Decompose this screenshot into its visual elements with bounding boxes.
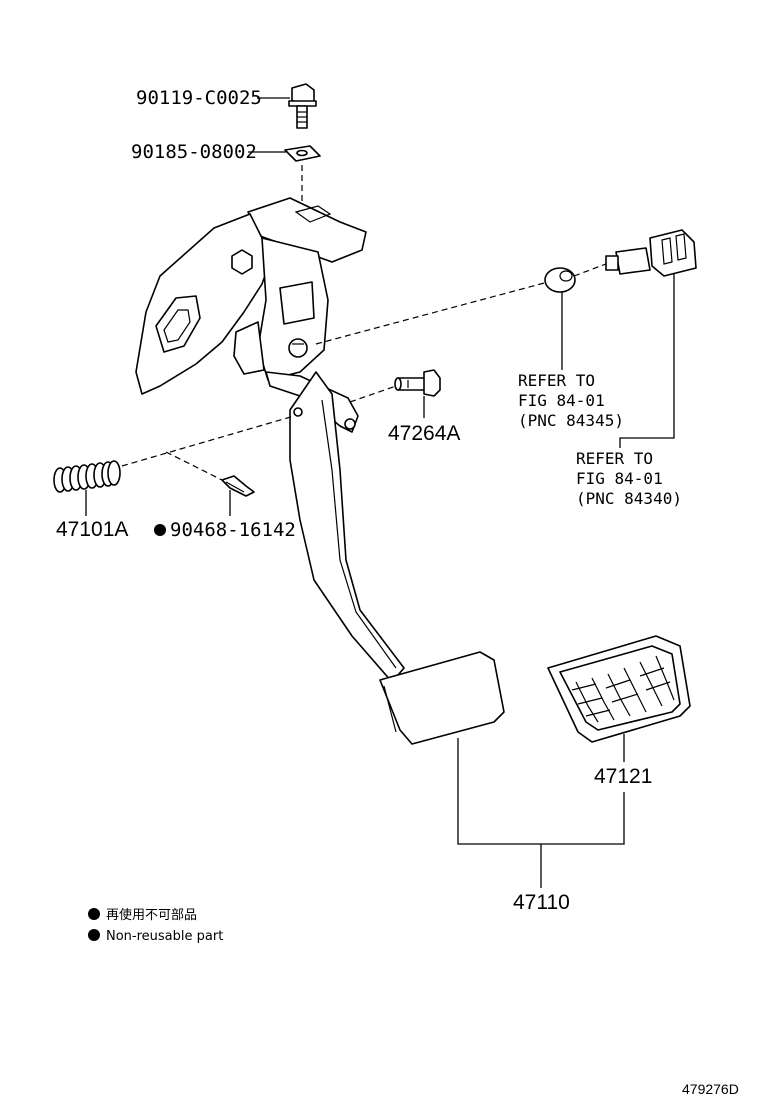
pedal-bracket-drawing[interactable]	[135, 197, 405, 683]
legend-bullet-en	[88, 929, 100, 941]
part-number-pin[interactable]: 47264A	[388, 422, 460, 445]
part-number-pedal-assy[interactable]: 47110	[513, 891, 570, 914]
ref2-line3[interactable]: (PNC 84340)	[576, 489, 682, 508]
ref1-line3[interactable]: (PNC 84345)	[518, 411, 624, 430]
clip-drawing[interactable]	[221, 475, 255, 497]
non-reusable-mark	[154, 524, 166, 536]
ref2-line2[interactable]: FIG 84-01	[576, 469, 663, 488]
spring-drawing[interactable]	[53, 460, 121, 493]
diagram-code: 479276D	[682, 1081, 739, 1097]
ref2-line1[interactable]: REFER TO	[576, 449, 653, 468]
cushion-drawing[interactable]	[544, 267, 576, 293]
pin-drawing[interactable]	[394, 369, 441, 397]
ref1-line2[interactable]: FIG 84-01	[518, 391, 605, 410]
legend-bullet-jp	[88, 908, 100, 920]
pedal-pad-drawing[interactable]	[547, 635, 691, 743]
washer-drawing[interactable]	[284, 145, 321, 162]
stop-lamp-switch-drawing[interactable]	[605, 229, 697, 277]
part-number-clip[interactable]: 90468-16142	[170, 519, 296, 541]
legend-jp: 再使用不可部品	[106, 907, 197, 923]
pedal-plate-drawing[interactable]	[379, 651, 505, 745]
legend-en: Non-reusable part	[106, 929, 223, 944]
bolt-drawing[interactable]	[288, 83, 317, 129]
part-number-spring[interactable]: 47101A	[56, 518, 128, 541]
ref1-line1[interactable]: REFER TO	[518, 371, 595, 390]
part-number-pad[interactable]: 47121	[594, 765, 652, 788]
part-number-washer[interactable]: 90185-08002	[131, 141, 257, 163]
part-number-bolt[interactable]: 90119-C0025	[136, 87, 262, 109]
